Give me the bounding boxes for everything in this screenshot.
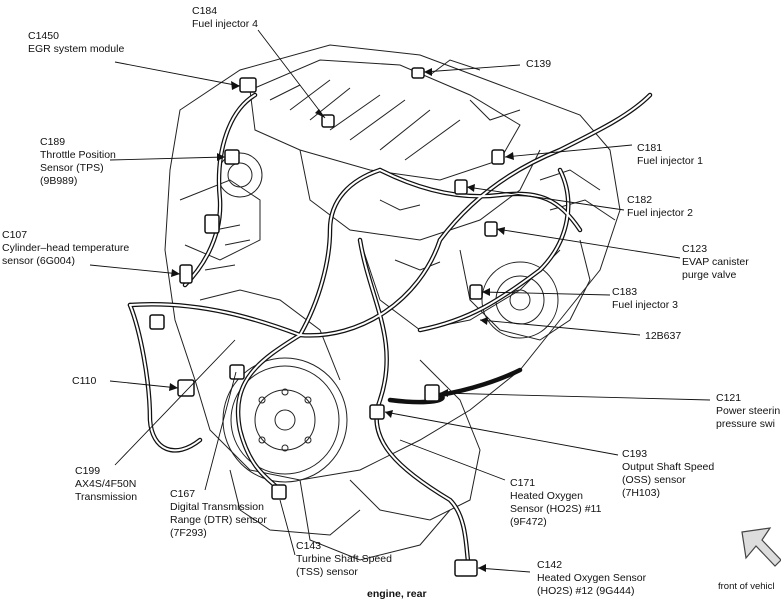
component-name: Fuel injector 2: [627, 207, 693, 219]
label-c199: C199 AX4S/4F50N Transmission: [75, 465, 137, 504]
wiring-harness-inner: [129, 94, 651, 571]
component-name: (TSS) sensor: [296, 566, 358, 578]
component-name: Fuel injector 4: [192, 18, 258, 30]
component-name: (OSS) sensor: [622, 474, 686, 486]
connector-id: C189: [40, 136, 66, 148]
component-name: Fuel injector 1: [637, 155, 703, 167]
connector-id: C143: [296, 540, 322, 552]
connector-id: C181: [637, 142, 663, 154]
label-c182: C182 Fuel injector 2: [627, 194, 693, 220]
connector-id: C182: [627, 194, 653, 206]
component-name: pressure swi: [716, 418, 775, 430]
leader-lines: [89, 29, 711, 573]
component-name: Digital Transmission: [170, 501, 264, 513]
connector-id: C184: [192, 5, 218, 17]
connector-id: C1450: [28, 30, 59, 42]
component-name: Output Shaft Speed: [622, 461, 715, 473]
harness-id: 12B637: [645, 330, 682, 342]
connector-id: C110: [72, 375, 97, 387]
connector-id: C171: [510, 477, 536, 489]
connector-id: C107: [2, 229, 28, 241]
label-c139: C139: [526, 58, 551, 71]
component-name: EVAP canister: [682, 256, 749, 268]
component-name: EGR system module: [28, 43, 125, 55]
component-name: sensor (6G004): [2, 255, 75, 267]
label-c121: C121 Power steerin pressure swi: [716, 392, 780, 431]
component-name: Sensor (TPS): [40, 162, 104, 174]
part-number: (7F293): [170, 527, 207, 539]
connector-id: C167: [170, 488, 196, 500]
label-c142: C142 Heated Oxygen Sensor (HO2S) #12 (9G…: [537, 559, 646, 598]
component-name: Sensor (HO2S) #11: [510, 503, 602, 515]
front-of-vehicle-label: front of vehicl: [718, 581, 775, 592]
connector-id: C121: [716, 392, 742, 404]
component-name: Cylinder–head temperature: [2, 242, 130, 254]
component-name: Transmission: [75, 491, 138, 503]
label-c184: C184 Fuel injector 4: [192, 5, 258, 31]
label-c193: C193 Output Shaft Speed (OSS) sensor (7H…: [622, 448, 714, 500]
connector-id: C183: [612, 286, 638, 298]
part-number: (9B989): [40, 175, 78, 187]
label-c110: C110: [72, 375, 96, 388]
part-number: (9F472): [510, 516, 547, 528]
connector-id: C193: [622, 448, 648, 460]
label-c1450: C1450 EGR system module: [28, 30, 124, 56]
label-c107: C107 Cylinder–head temperature sensor (6…: [2, 229, 129, 268]
component-name: Range (DTR) sensor: [170, 514, 267, 526]
connector-id: C123: [682, 243, 708, 255]
component-name: Turbine Shaft Speed: [296, 553, 392, 565]
label-c167: C167 Digital Transmission Range (DTR) se…: [170, 488, 267, 540]
component-name: Heated Oxygen Sensor: [537, 572, 647, 584]
component-name: Power steerin: [716, 405, 781, 417]
component-name: (HO2S) #12 (9G444): [537, 585, 635, 597]
component-name: Heated Oxygen: [510, 490, 583, 502]
connector-id: C142: [537, 559, 563, 571]
label-c143: C143 Turbine Shaft Speed (TSS) sensor: [296, 540, 392, 579]
front-arrow-icon: [741, 527, 781, 567]
component-name: Fuel injector 3: [612, 299, 678, 311]
component-name: purge valve: [682, 269, 737, 281]
part-number: (7H103): [622, 487, 660, 499]
diagram-caption: engine, rear: [367, 588, 427, 600]
connector-id: C139: [526, 58, 552, 70]
label-c171: C171 Heated Oxygen Sensor (HO2S) #11 (9F…: [510, 477, 601, 529]
component-name: AX4S/4F50N: [75, 478, 137, 490]
label-c181: C181 Fuel injector 1: [637, 142, 703, 168]
label-c189: C189 Throttle Position Sensor (TPS) (9B9…: [40, 136, 116, 188]
label-c183: C183 Fuel injector 3: [612, 286, 678, 312]
leader-arrowheads: [169, 68, 514, 572]
label-c123: C123 EVAP canister purge valve: [682, 243, 749, 282]
label-12b637: 12B637: [645, 330, 681, 343]
connector-id: C199: [75, 465, 101, 477]
component-name: Throttle Position: [40, 149, 116, 161]
